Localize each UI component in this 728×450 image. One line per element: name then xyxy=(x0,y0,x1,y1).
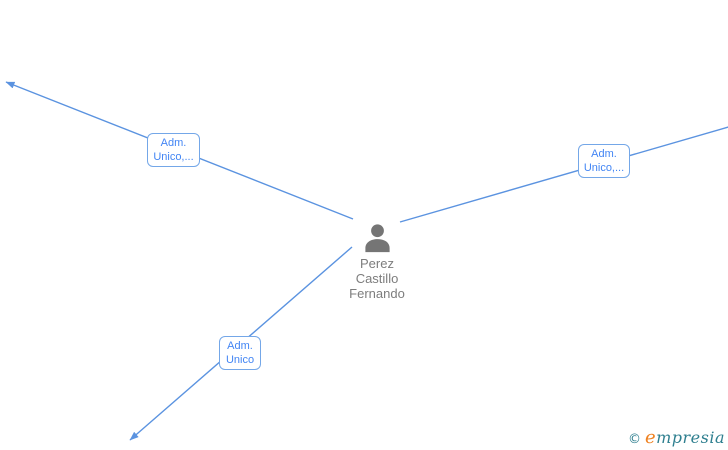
edge-line-right xyxy=(399,126,728,223)
edge-label-line: Unico xyxy=(225,354,255,366)
node-name-line: Perez xyxy=(360,256,394,271)
empresia-logo-first-letter: e xyxy=(644,427,657,448)
edge-label-line: Adm. xyxy=(591,148,617,160)
empresia-watermark: © empresia xyxy=(628,427,725,448)
edge-label-line: Adm. xyxy=(227,340,253,352)
edge-label-bottom-left[interactable]: Adm. Unico xyxy=(219,336,261,370)
copyright-icon: © xyxy=(627,432,641,447)
edge-label-line: Unico,... xyxy=(153,151,194,163)
empresia-logo-rest: mpresia xyxy=(656,428,725,447)
person-icon xyxy=(364,224,390,253)
edge-label-line: Unico,... xyxy=(583,162,625,174)
empresia-logo: empresia xyxy=(645,427,725,448)
edge-label-line: Adm. xyxy=(160,137,187,149)
node-name: Perez Castillo Fernando xyxy=(349,256,405,301)
edge-label-top-left[interactable]: Adm. Unico,... xyxy=(147,133,200,167)
edge-label-right[interactable]: Adm. Unico,... xyxy=(578,144,630,178)
node-name-line: Castillo xyxy=(355,271,399,286)
node-name-line: Fernando xyxy=(349,286,405,301)
center-node-person[interactable]: Perez Castillo Fernando xyxy=(327,223,427,301)
